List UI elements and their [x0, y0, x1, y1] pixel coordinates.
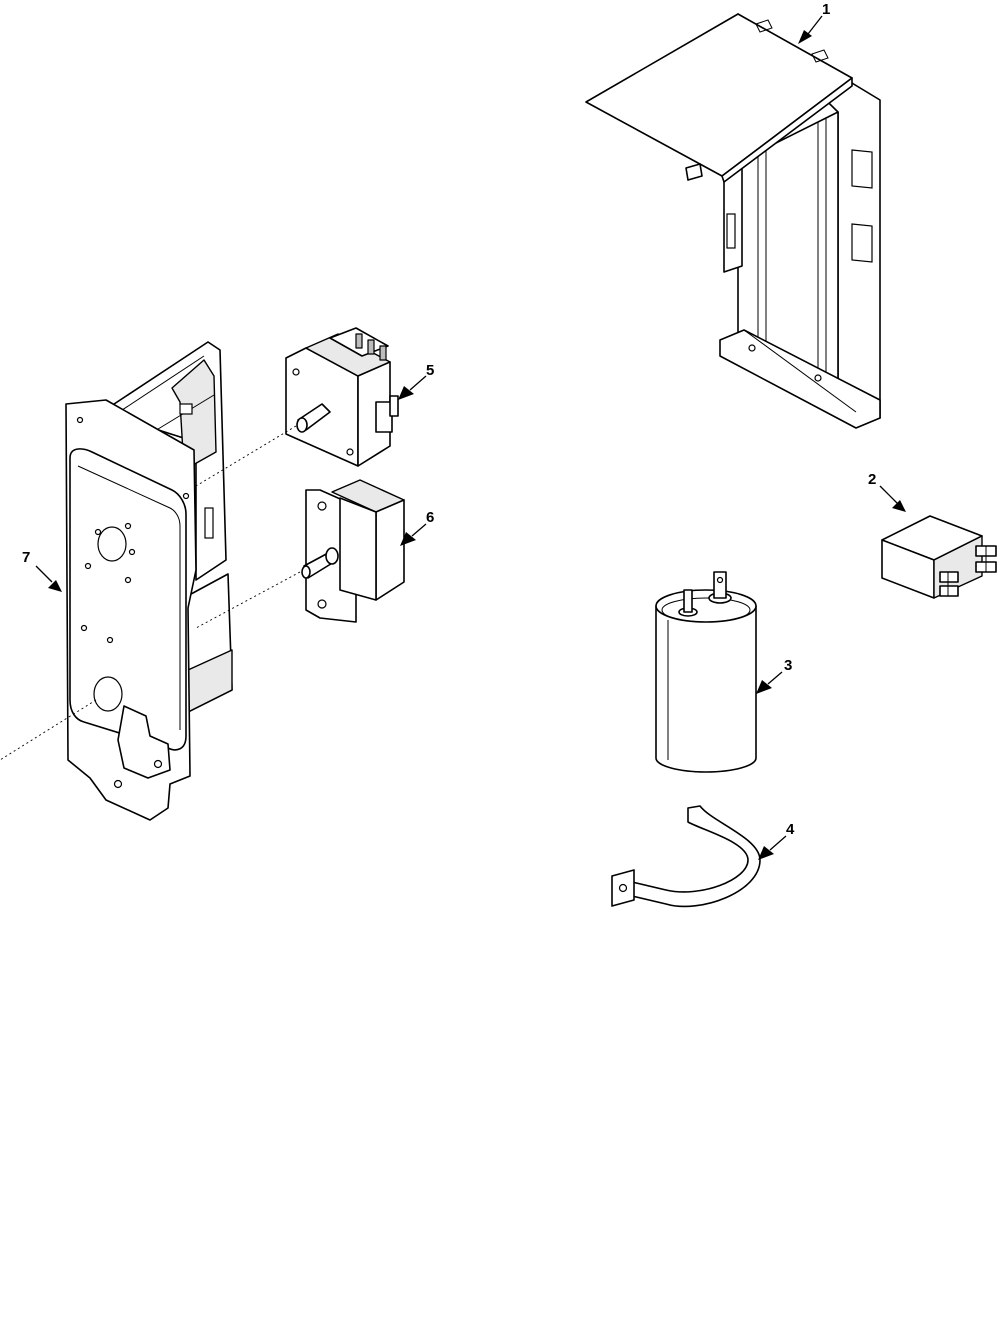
callout-2: 2	[868, 471, 876, 488]
callout-4: 4	[786, 821, 795, 838]
callout-3: 3	[784, 657, 792, 674]
part-5-switch	[285, 327, 399, 467]
callout-labels: 1 2 3 4 5 6 7	[22, 1, 876, 838]
part-1-housing-cover	[585, 13, 881, 429]
callout-6: 6	[426, 509, 434, 526]
callout-1: 1	[822, 1, 830, 18]
part-2-relay	[881, 515, 997, 599]
alignment-lines	[0, 425, 301, 761]
callout-7: 7	[22, 549, 30, 566]
callout-5: 5	[426, 362, 434, 379]
part-7-control-bracket	[65, 341, 233, 821]
part-3-capacitor	[655, 571, 757, 773]
callout-arrows	[35, 15, 906, 860]
part-6-switch	[301, 479, 405, 623]
part-4-capacitor-strap	[611, 805, 761, 908]
